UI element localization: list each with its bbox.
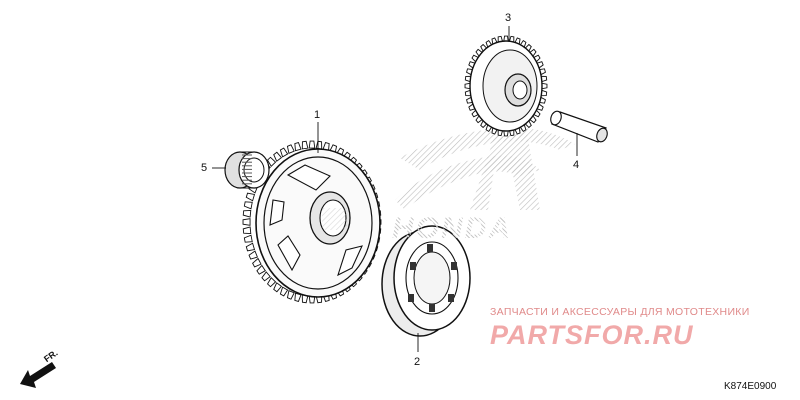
callout-part-1: 1 bbox=[314, 109, 321, 121]
gear-tooth bbox=[266, 277, 277, 288]
starter-idle-gear bbox=[464, 35, 548, 137]
gear-tooth bbox=[248, 250, 259, 260]
starter-clutch bbox=[381, 225, 471, 337]
idle-gear-shaft bbox=[550, 110, 608, 143]
gear-tooth bbox=[243, 234, 253, 243]
gear-tooth bbox=[242, 218, 251, 226]
leader-lines bbox=[212, 26, 578, 352]
gear-tooth bbox=[315, 140, 323, 150]
gear-tooth bbox=[266, 156, 277, 167]
gear-tooth bbox=[301, 140, 309, 150]
callout-part-3: 3 bbox=[505, 12, 512, 24]
watermark-caption: ЗАПЧАСТИ И АКСЕССУАРЫ ДЛЯ МОТОТЕХНИКИ bbox=[490, 306, 750, 318]
gear-tooth bbox=[286, 290, 295, 300]
needle-bearing bbox=[224, 151, 270, 189]
gear-tooth bbox=[294, 142, 302, 152]
gear-tooth bbox=[273, 151, 283, 162]
gear-tooth bbox=[308, 140, 316, 149]
gear-tooth bbox=[245, 192, 256, 202]
gear-tooth bbox=[243, 201, 253, 210]
starter-driven-gear bbox=[242, 140, 382, 304]
front-direction-arrow-icon bbox=[20, 362, 56, 388]
gear-tooth bbox=[256, 264, 266, 275]
gear-tooth bbox=[242, 226, 252, 235]
diagram-code: K874E0900 bbox=[724, 381, 777, 392]
gear-tooth bbox=[279, 147, 289, 158]
gear-tooth bbox=[242, 209, 252, 218]
gear-tooth bbox=[279, 286, 289, 297]
callout-part-5: 5 bbox=[201, 162, 208, 174]
gear-tooth bbox=[273, 282, 283, 293]
honda-watermark-text: HONDA bbox=[392, 212, 512, 245]
gear-tooth bbox=[286, 144, 295, 154]
gear-tooth bbox=[261, 271, 271, 282]
watermark-brand: PARTSFOR.RU bbox=[490, 320, 694, 350]
gear-tooth bbox=[245, 242, 256, 252]
callout-part-2: 2 bbox=[414, 356, 421, 368]
gear-tooth bbox=[252, 257, 262, 268]
honda-wing-watermark bbox=[395, 120, 575, 210]
callout-part-4: 4 bbox=[573, 159, 580, 171]
